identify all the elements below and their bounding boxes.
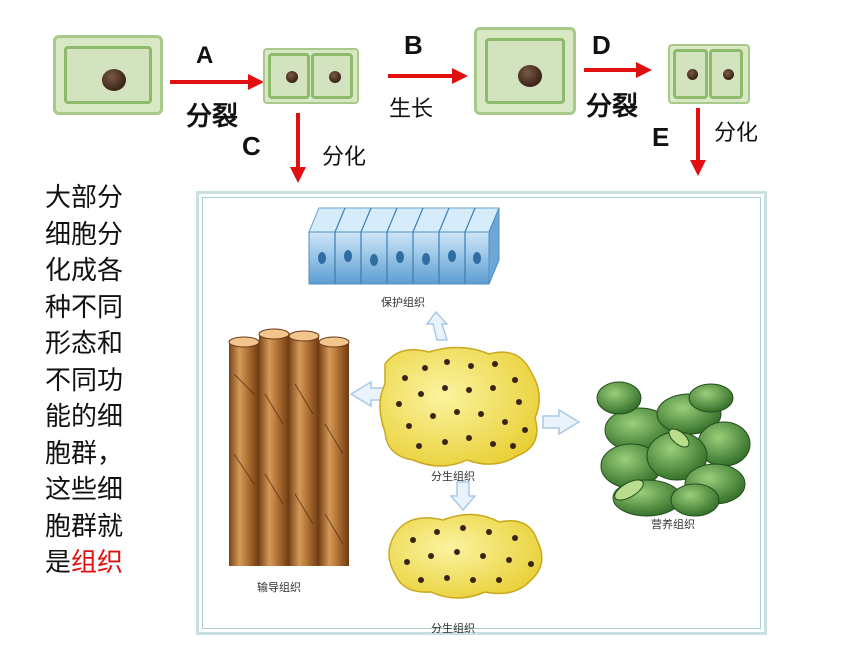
nucleus bbox=[329, 71, 341, 83]
arrow-to-protective bbox=[425, 310, 449, 341]
tissue-diagram-panel: 保护组织 输导组织 分生组织 营养组织 分生组织 bbox=[196, 191, 767, 635]
arrow-e-down bbox=[690, 108, 706, 176]
cell-wall bbox=[64, 46, 152, 104]
text-line: 化成各 bbox=[45, 256, 124, 286]
nucleus bbox=[286, 71, 298, 83]
arrow-to-meristem-bottom bbox=[449, 481, 477, 512]
conductive-tissue bbox=[228, 328, 350, 566]
label-c: C bbox=[242, 131, 261, 161]
text-line: 形态和 bbox=[45, 329, 124, 359]
text-line: 胞群， bbox=[45, 438, 124, 469]
label-divide-2: 分裂 bbox=[586, 92, 639, 122]
text-prefix: 是 bbox=[45, 548, 72, 578]
arrow-c-down bbox=[290, 113, 306, 183]
cell-grown bbox=[474, 27, 576, 115]
text-line: 不同功 bbox=[45, 365, 124, 396]
text-line-last: 是组织 bbox=[45, 545, 155, 582]
arrow-to-nutritive bbox=[542, 408, 581, 436]
meristem-tissue-center bbox=[379, 346, 540, 467]
meristem-tissue-bottom bbox=[388, 513, 543, 599]
label-b: B bbox=[404, 30, 423, 60]
nucleus bbox=[102, 69, 126, 91]
nutritive-tissue bbox=[596, 381, 751, 517]
explanation-text: 大部分 细胞分 化成各 种不同 形态和 不同功 能的细 胞群， 这些细 胞群就 … bbox=[45, 180, 155, 582]
highlight-tissue: 组织 bbox=[71, 548, 124, 578]
label-divide-1: 分裂 bbox=[186, 102, 239, 132]
label-differentiate-1: 分化 bbox=[322, 145, 367, 170]
nucleus bbox=[723, 69, 734, 80]
text-line: 能的细 bbox=[45, 402, 124, 432]
arrow-b bbox=[388, 68, 468, 84]
nucleus bbox=[687, 69, 698, 80]
panel-inner-border bbox=[202, 197, 761, 629]
label-conductive-tissue: 输导组织 bbox=[257, 581, 301, 594]
label-d: D bbox=[592, 30, 611, 60]
nucleus bbox=[518, 65, 542, 87]
daughter-cell-left bbox=[673, 49, 708, 99]
label-meristem-tissue: 分生组织 bbox=[431, 470, 475, 483]
cell-original bbox=[53, 35, 163, 115]
daughter-cell-right bbox=[709, 49, 743, 99]
label-nutritive-tissue: 营养组织 bbox=[651, 518, 695, 531]
arrow-a bbox=[170, 74, 264, 90]
text-line: 细胞分 bbox=[45, 219, 124, 250]
label-grow: 生长 bbox=[389, 97, 434, 122]
protective-tissue bbox=[308, 207, 500, 285]
label-protective-tissue: 保护组织 bbox=[381, 296, 425, 309]
label-meristem-tissue-bottom: 分生组织 bbox=[431, 622, 475, 635]
label-a: A bbox=[196, 42, 214, 69]
cell-wall bbox=[485, 38, 565, 104]
text-line: 种不同 bbox=[45, 292, 124, 323]
label-e: E bbox=[652, 122, 670, 152]
cell-pair-1 bbox=[263, 48, 359, 104]
text-line: 胞群就 bbox=[45, 511, 124, 542]
cell-pair-2 bbox=[668, 44, 750, 104]
daughter-cell-right bbox=[311, 53, 353, 99]
text-line: 这些细 bbox=[45, 475, 124, 505]
label-differentiate-2: 分化 bbox=[714, 121, 759, 146]
tissue-illustration bbox=[228, 207, 751, 599]
arrow-d bbox=[584, 62, 652, 78]
daughter-cell-left bbox=[268, 53, 310, 99]
text-line: 大部分 bbox=[45, 183, 124, 213]
